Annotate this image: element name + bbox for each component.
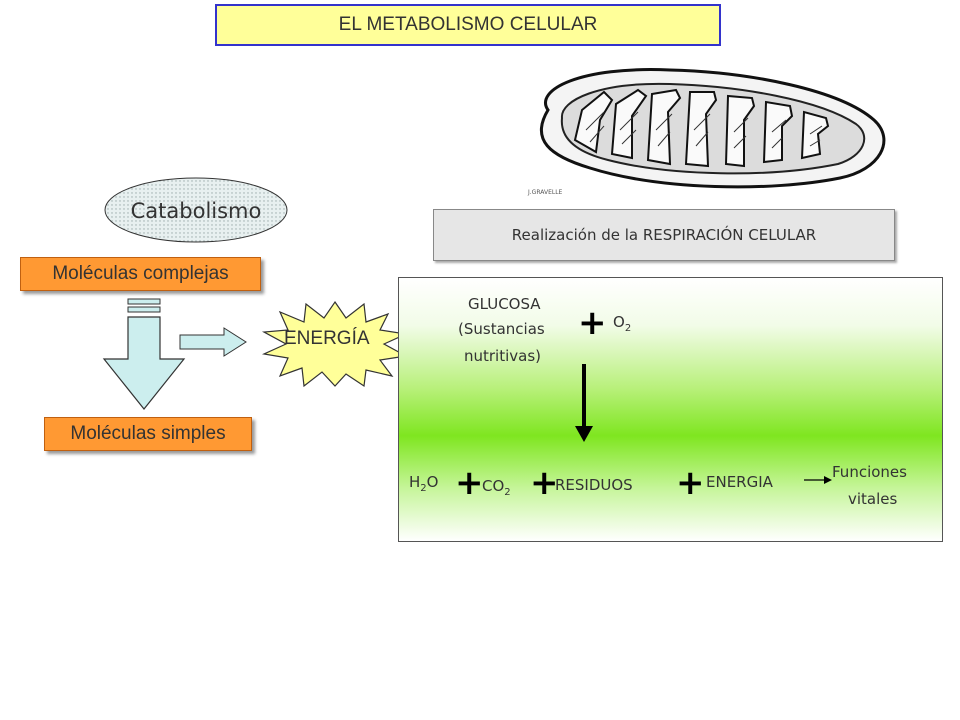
sustancias-label: (Sustancias xyxy=(458,320,545,338)
energy-starburst xyxy=(261,300,409,388)
funciones-label: Funciones xyxy=(832,463,907,481)
plus-icon: + xyxy=(455,463,484,503)
right-arrow xyxy=(179,327,247,357)
down-arrow xyxy=(102,298,186,410)
mitochondrion-illustration: J.GRAVELLE xyxy=(527,68,886,196)
moleculas-complejas-box: Moléculas complejas xyxy=(20,257,261,291)
energy-label: ENERGÍA xyxy=(284,328,370,349)
small-arrow xyxy=(804,476,832,484)
energia-product-label: ENERGIA xyxy=(706,473,773,491)
co2-label: CO2 xyxy=(482,477,511,498)
moleculas-simples-box: Moléculas simples xyxy=(44,417,252,451)
respiracion-box: Realización de la RESPIRACIÓN CELULAR xyxy=(433,209,895,261)
catabolismo-label: Catabolismo xyxy=(130,198,262,223)
glucosa-label: GLUCOSA xyxy=(468,295,541,313)
oxygen-label: O2 xyxy=(613,313,632,334)
catabolismo-ellipse xyxy=(104,177,288,243)
plus-icon: + xyxy=(676,463,705,503)
reaction-panel xyxy=(398,277,943,542)
plus-icon: + xyxy=(578,303,607,343)
nutritivas-label: nutritivas) xyxy=(464,347,542,365)
plus-icon: + xyxy=(530,463,559,503)
residuos-label: RESIDUOS xyxy=(555,476,633,494)
page-title: EL METABOLISMO CELULAR xyxy=(215,4,721,46)
mitochondrion-caption: J.GRAVELLE xyxy=(527,189,563,196)
reaction-arrow xyxy=(575,364,593,442)
water-label: H2O xyxy=(409,473,439,494)
vitales-label: vitales xyxy=(848,490,898,508)
